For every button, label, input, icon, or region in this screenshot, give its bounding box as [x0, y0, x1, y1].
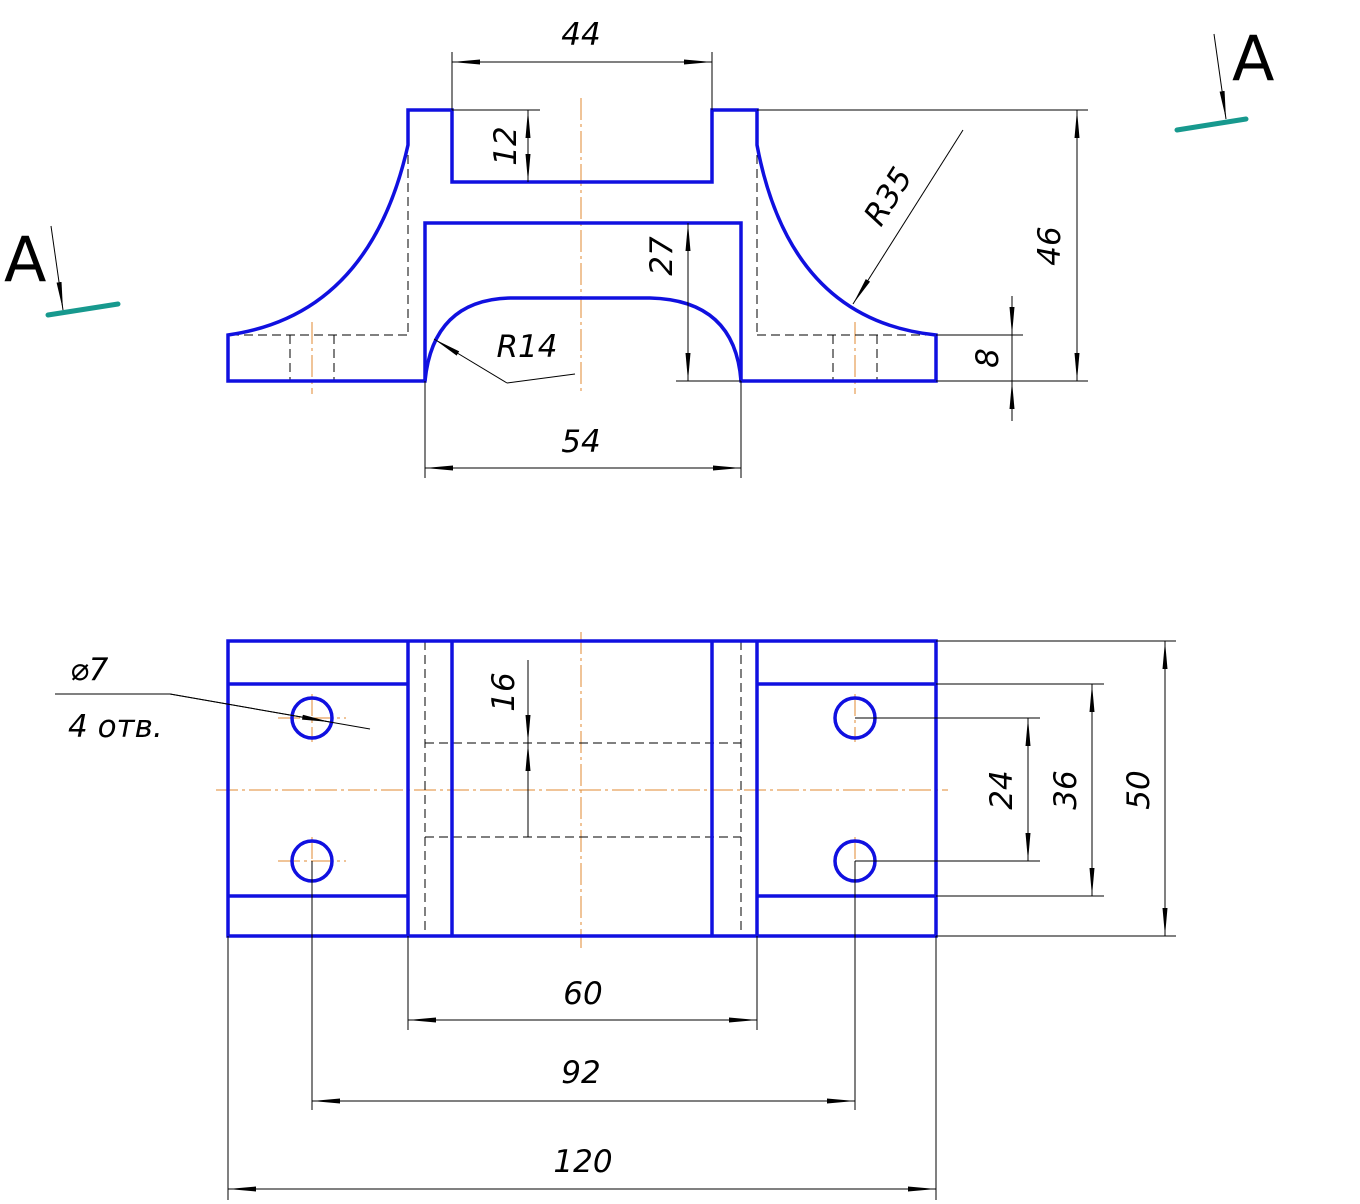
dim-24-label: 24 [984, 770, 1020, 809]
hole-diameter-label: ⌀7 [70, 652, 109, 688]
front-inner-slot [423, 221, 743, 381]
dim-16-label: 16 [486, 672, 522, 711]
top-view [216, 632, 948, 948]
section-marker-left: A [4, 223, 121, 318]
section-label-right: A [1232, 22, 1274, 95]
section-marker-right: A [1174, 22, 1274, 133]
dim-36-label: 36 [1048, 770, 1084, 809]
top-dimensions: 16 24 36 50 60 92 120 ⌀7 [55, 640, 1176, 1200]
dim-46-label: 46 [1032, 226, 1068, 265]
dim-12-label: 12 [488, 126, 524, 165]
dim-r35-label: R35 [857, 161, 920, 232]
dim-54-label: 54 [561, 424, 600, 460]
hole-count-label: 4 отв. [68, 709, 163, 745]
hole-top-left [290, 696, 334, 740]
front-outer-profile [226, 108, 938, 383]
front-view [226, 98, 938, 395]
dim-120-label: 120 [553, 1144, 612, 1180]
front-hidden-lines [230, 155, 936, 381]
front-dimensions: 44 12 27 46 R35 R14 8 54 [424, 17, 1088, 478]
dim-50-label: 50 [1121, 770, 1157, 809]
top-hidden-lines [424, 641, 742, 936]
dim-44-label: 44 [561, 17, 600, 53]
dim-r14-label: R14 [497, 329, 558, 365]
dim-92-label: 92 [561, 1055, 600, 1091]
dim-27-label: 27 [644, 236, 680, 276]
dim-8-label: 8 [970, 348, 1006, 368]
top-outline [226, 639, 938, 938]
dim-60-label: 60 [563, 976, 602, 1012]
section-label-left: A [4, 223, 46, 296]
